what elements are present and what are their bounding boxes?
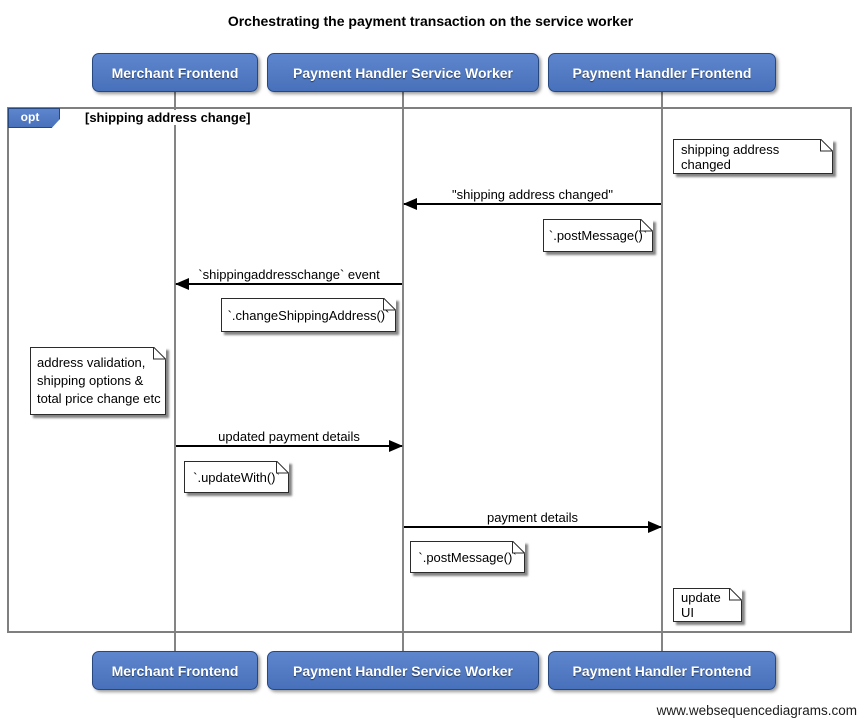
lifeline-payment-handler-frontend: [661, 91, 663, 651]
arrowhead-left-icon: [403, 198, 417, 210]
arrowhead-left-icon: [175, 278, 189, 290]
note-shipping-address-changed: shipping address changed: [673, 139, 833, 174]
message-shippingaddresschange-event: `shippingaddresschange` event: [175, 267, 402, 290]
message-label: updated payment details: [218, 429, 360, 444]
lifeline-merchant-frontend: [174, 91, 176, 651]
arrowhead-right-icon: [648, 521, 662, 533]
note-text: update UI: [681, 590, 721, 620]
note-address-validation: address validation, shipping options & t…: [30, 347, 166, 415]
actor-payment-handler-service-worker-bottom: Payment Handler Service Worker: [267, 651, 539, 690]
note-fold-icon: [820, 139, 833, 152]
opt-fragment-operator-tab: opt: [8, 108, 60, 128]
note-text: `.postMessage()`: [548, 228, 648, 243]
message-label: "shipping address changed": [451, 187, 613, 202]
actor-payment-handler-frontend-top: Payment Handler Frontend: [548, 53, 776, 92]
note-update-ui: update UI: [673, 588, 742, 622]
message-label: `shippingaddresschange` event: [198, 267, 380, 282]
note-update-with: `.updateWith()`: [184, 461, 289, 493]
actor-label: Merchant Frontend: [111, 662, 239, 679]
opt-fragment-frame: opt [shipping address change]: [7, 107, 852, 633]
actor-payment-handler-frontend-bottom: Payment Handler Frontend: [548, 651, 776, 690]
note-fold-icon: [153, 347, 166, 360]
watermark: www.websequencediagrams.com: [656, 703, 857, 718]
message-updated-payment-details: updated payment details: [176, 429, 403, 452]
diagram-title: Orchestrating the payment transaction on…: [227, 13, 634, 29]
note-text: `.postMessage()`: [418, 549, 517, 565]
actor-label: Payment Handler Frontend: [572, 662, 752, 679]
opt-label: opt: [20, 110, 40, 124]
actor-label: Payment Handler Service Worker: [293, 64, 513, 81]
message-payment-details: payment details: [404, 510, 662, 533]
message-shipping-address-changed: "shipping address changed": [403, 187, 661, 210]
note-text: address validation, shipping options & t…: [37, 355, 161, 406]
note-post-message-1: `.postMessage()`: [543, 219, 653, 252]
actor-merchant-frontend-top: Merchant Frontend: [92, 53, 258, 92]
actor-merchant-frontend-bottom: Merchant Frontend: [92, 651, 258, 690]
note-fold-icon: [729, 588, 742, 601]
arrowhead-right-icon: [389, 440, 403, 452]
message-label: payment details: [486, 510, 579, 525]
note-fold-icon: [640, 219, 653, 232]
note-change-shipping-address: `.changeShippingAddress()`: [221, 298, 396, 332]
note-text: `.updateWith()`: [193, 469, 280, 485]
note-text: shipping address changed: [681, 141, 780, 172]
opt-fragment-guard: [shipping address change]: [81, 110, 255, 125]
note-fold-icon: [276, 461, 289, 474]
actor-payment-handler-service-worker-top: Payment Handler Service Worker: [267, 53, 539, 92]
lifeline-payment-handler-service-worker: [402, 91, 404, 651]
note-fold-icon: [512, 541, 525, 554]
actor-label: Payment Handler Service Worker: [293, 662, 513, 679]
note-fold-icon: [383, 298, 396, 311]
note-text: `.changeShippingAddress()`: [227, 307, 390, 323]
actor-label: Merchant Frontend: [111, 64, 239, 81]
actor-label: Payment Handler Frontend: [572, 64, 752, 81]
note-post-message-2: `.postMessage()`: [410, 541, 525, 573]
